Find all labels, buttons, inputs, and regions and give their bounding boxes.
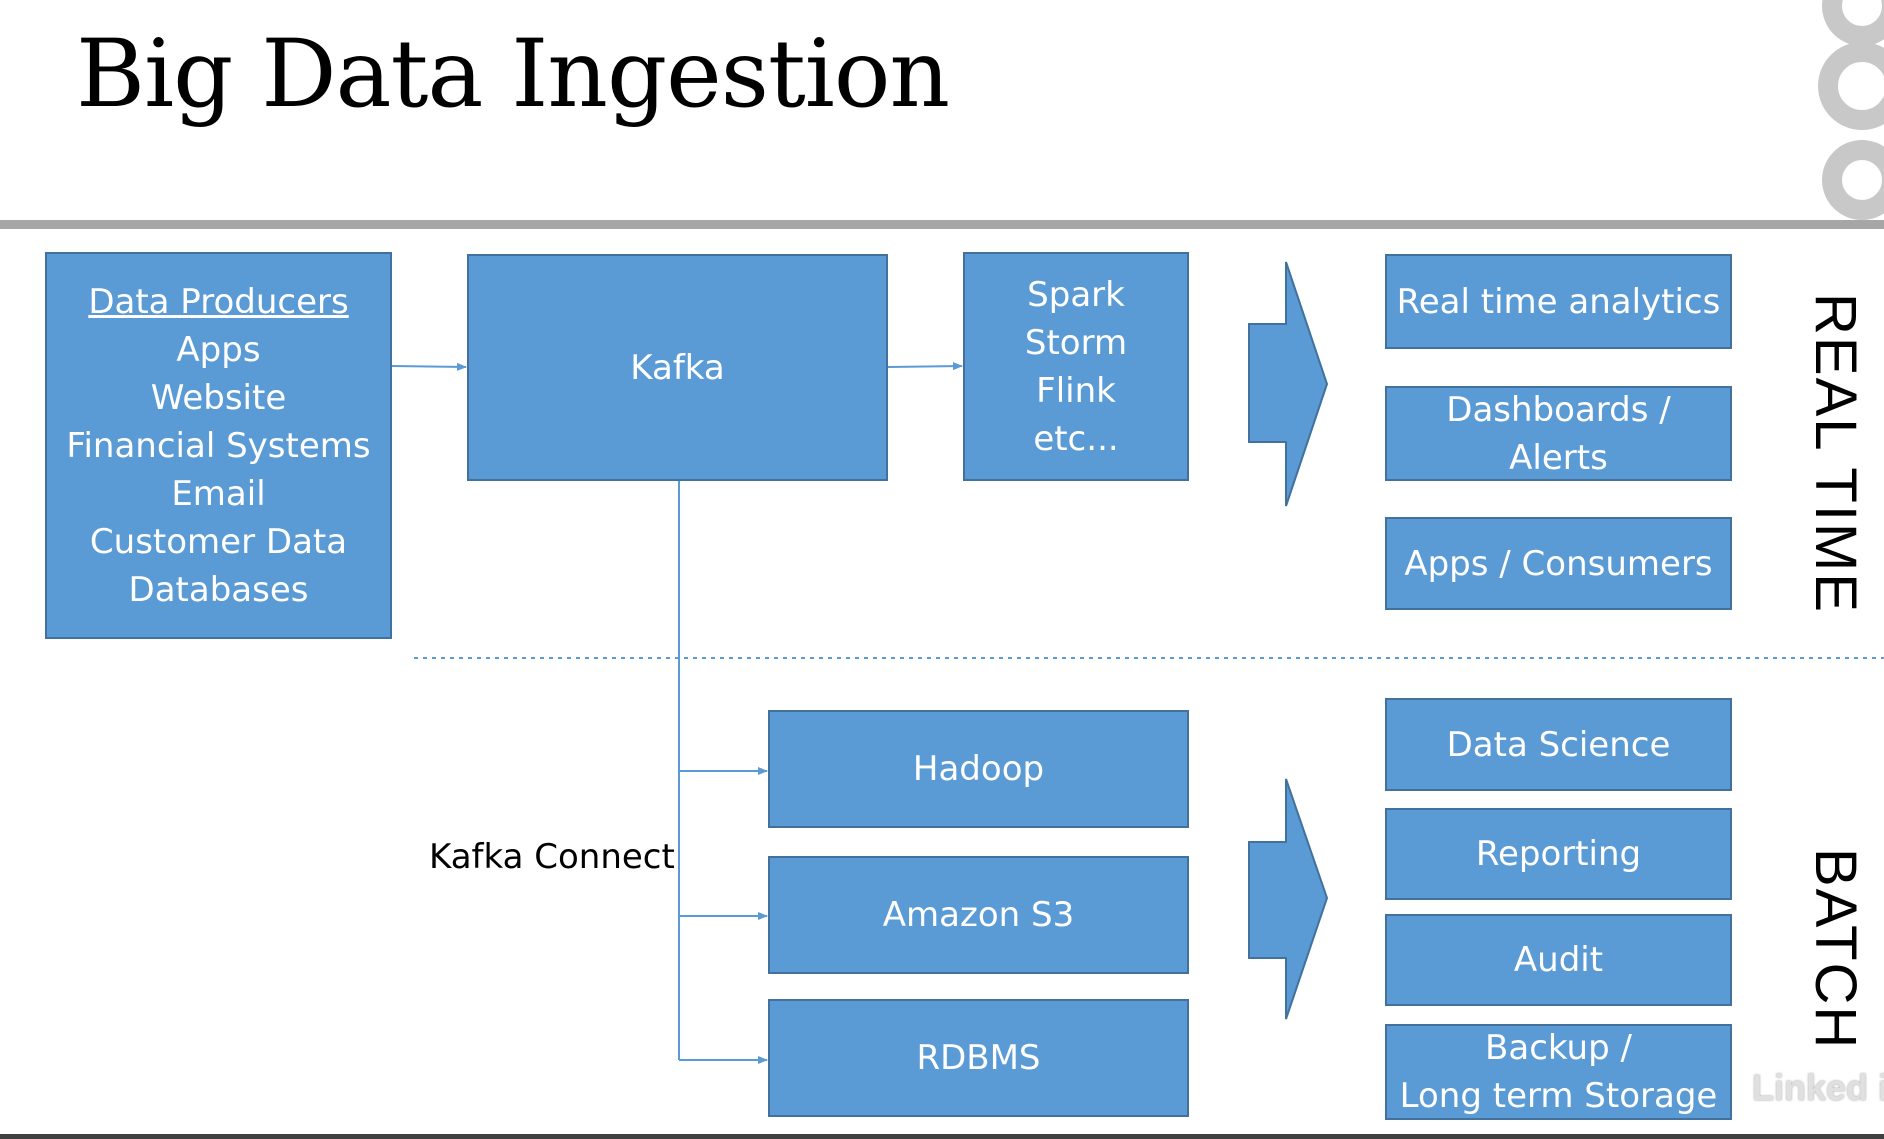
slide-title: Big Data Ingestion (76, 20, 950, 129)
alerts-label: Alerts (1509, 437, 1608, 478)
kafka-connect-label: Kafka Connect (429, 837, 675, 877)
reporting-box: Reporting (1385, 808, 1732, 900)
kafka-box: Kafka (467, 254, 888, 481)
stream-engine: Flink (1036, 370, 1116, 411)
stream-engine: etc... (1033, 418, 1119, 459)
hadoop-box: Hadoop (768, 710, 1189, 828)
hadoop-label: Hadoop (912, 749, 1045, 789)
dashboards-alerts-box: Dashboards / Alerts (1385, 386, 1732, 481)
producer-item: Website (150, 377, 287, 418)
bottom-rule (0, 1134, 1884, 1139)
amazon-s3-box: Amazon S3 (768, 856, 1189, 974)
batch-block-arrow (1248, 778, 1329, 1020)
title-rule (0, 220, 1884, 229)
apps-consumers-box: Apps / Consumers (1385, 517, 1732, 610)
data-science-label: Data Science (1446, 724, 1671, 765)
data-producers-box: Data Producers Apps Website Financial Sy… (45, 252, 392, 639)
dashboards-label: Dashboards / (1446, 389, 1671, 430)
reporting-label: Reporting (1475, 834, 1642, 874)
rdbms-label: RDBMS (916, 1038, 1041, 1078)
data-producers-heading: Data Producers (88, 281, 349, 322)
long-term-storage-label: Long term Storage (1399, 1076, 1718, 1116)
producer-item: Apps (176, 329, 261, 370)
real-time-analytics-label: Real time analytics (1396, 281, 1721, 322)
amazon-s3-label: Amazon S3 (882, 895, 1075, 935)
data-science-box: Data Science (1385, 698, 1732, 791)
apps-consumers-label: Apps / Consumers (1404, 543, 1713, 584)
audit-box: Audit (1385, 914, 1732, 1006)
linkedin-watermark: Linked in (1752, 1067, 1884, 1108)
stream-engine: Storm (1024, 322, 1128, 363)
producer-item: Financial Systems (66, 425, 371, 466)
rdbms-box: RDBMS (768, 999, 1189, 1117)
real-time-analytics-box: Real time analytics (1385, 254, 1732, 349)
arrow-producers-to-kafka (391, 362, 467, 371)
real-time-section-label: REAL TIME (1803, 293, 1868, 614)
backup-storage-box: Backup / Long term Storage (1385, 1024, 1732, 1120)
producer-item: Email (171, 473, 266, 514)
producer-item: Databases (128, 569, 309, 610)
stream-engine: Spark (1027, 274, 1125, 315)
arrow-kafka-to-stream (887, 362, 963, 371)
batch-section-label: BATCH (1803, 848, 1868, 1051)
stream-processing-box: Spark Storm Flink etc... (963, 252, 1189, 481)
backup-label: Backup / (1485, 1028, 1632, 1068)
kafka-label: Kafka (630, 347, 725, 388)
realtime-block-arrow (1248, 261, 1329, 507)
producer-item: Customer Data (89, 521, 348, 562)
audit-label: Audit (1513, 940, 1604, 980)
